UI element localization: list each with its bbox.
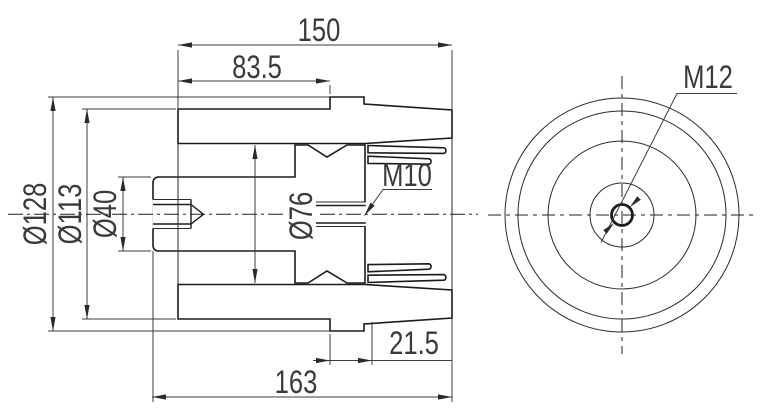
thread-m10-label: M10 [382,158,432,193]
thread-m12-label: M12 [683,60,733,95]
dim-83-5-label: 83.5 [232,50,282,85]
shed-fin-bottom-2 [367,262,432,273]
dim-dia40-label: Ø40 [88,190,123,238]
dimension-labels: 150 83.5 Ø128 Ø113 Ø40 Ø76 M10 21.5 163 [18,13,439,400]
dim-163-label: 163 [275,365,318,400]
dim-dia128-label: Ø128 [18,183,53,246]
dim-dia76-label: Ø76 [284,192,319,240]
shed-fin-top-2 [367,155,432,166]
section-view: 150 83.5 Ø128 Ø113 Ø40 Ø76 M10 21.5 163 [8,13,478,402]
epoxy-body-upper [177,96,453,145]
epoxy-body-lower [177,283,453,332]
dim-dia113-label: Ø113 [53,184,88,245]
dim-21-5-label: 21.5 [389,326,439,361]
metal-insert [152,144,366,284]
leader-m10 [364,189,432,216]
leader-m12 [600,93,737,243]
shed-fin-top-1 [367,144,447,155]
dim-150-label: 150 [298,13,341,48]
dia76-label-mask [285,182,316,250]
end-view: M12 [488,60,758,354]
shed-fin-bottom-1 [367,273,447,284]
